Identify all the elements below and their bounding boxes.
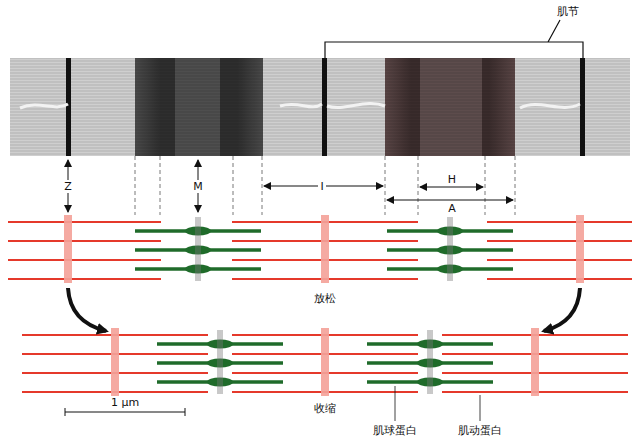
guide-lines [135, 156, 515, 215]
structure-label: 肌节 [555, 5, 581, 18]
scale-bar [65, 408, 185, 416]
scale-label: 1 μm [109, 396, 141, 409]
contracted-sarcomere [22, 328, 628, 396]
state-label: 收缩 [312, 402, 338, 415]
band-letter: I [318, 180, 325, 193]
leader-line [395, 386, 396, 421]
electron-micrograph [10, 58, 630, 156]
state-label: 放松 [312, 292, 338, 305]
contraction-arrow [68, 288, 106, 331]
band-letter: H [446, 173, 458, 186]
sarcomere-bracket [325, 20, 583, 58]
protein-label: 肌球蛋白 [371, 424, 419, 437]
contraction-arrow [544, 288, 580, 331]
protein-label: 肌动蛋白 [456, 424, 504, 437]
band-letter: A [446, 202, 458, 215]
leader-line [480, 395, 481, 421]
band-letter: M [191, 180, 205, 193]
relaxed-sarcomere [8, 215, 632, 283]
band-letter: Z [62, 180, 74, 193]
